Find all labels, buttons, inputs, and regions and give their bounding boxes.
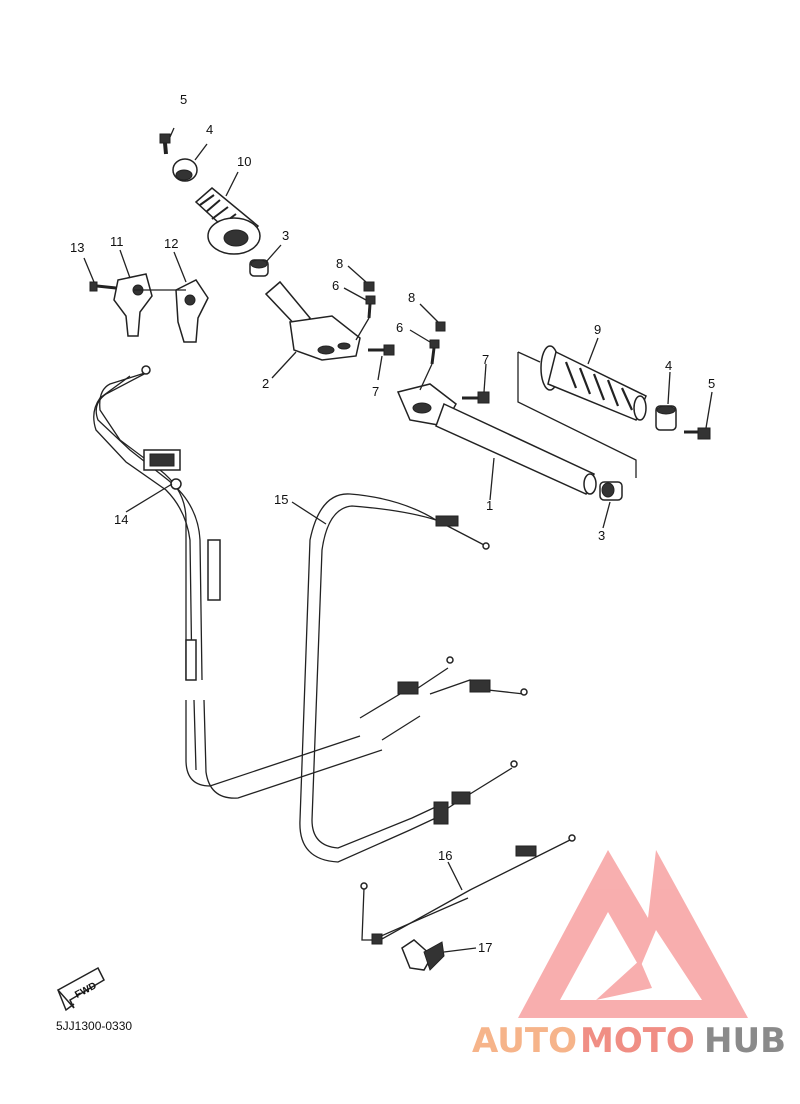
callout-7a: 7	[372, 384, 379, 399]
leader-5a	[169, 127, 175, 138]
bolt-8-left	[363, 281, 375, 292]
watermark-hub: HUB	[704, 1021, 786, 1061]
callout-1: 1	[486, 498, 493, 513]
callout-3b: 3	[598, 528, 605, 543]
leader-13	[83, 257, 95, 283]
callout-15: 15	[274, 492, 288, 507]
bracket-12	[175, 279, 209, 343]
callout-7b: 7	[482, 352, 489, 367]
leader-10	[225, 171, 239, 197]
watermark-logo	[518, 850, 748, 1018]
callout-4b: 4	[665, 358, 672, 373]
leader-1	[489, 457, 495, 501]
callout-13: 13	[70, 240, 84, 255]
leader-2	[271, 351, 297, 379]
leader-7b	[483, 363, 487, 393]
leader-3a	[265, 244, 282, 263]
callout-5a: 5	[180, 92, 187, 107]
choke-cable-16	[360, 834, 576, 945]
screw-13	[89, 281, 117, 292]
callout-5b: 5	[708, 376, 715, 391]
callout-8b: 8	[408, 290, 415, 305]
leader-3b	[602, 501, 611, 529]
handlebar-2	[264, 280, 361, 361]
leader-5b	[705, 391, 713, 429]
callout-9: 9	[594, 322, 601, 337]
spacer-3-right	[599, 481, 623, 501]
callout-10: 10	[237, 154, 251, 169]
leader-12	[173, 251, 187, 283]
callout-11: 11	[110, 234, 124, 249]
throttle-cable-14	[93, 365, 528, 799]
callout-17: 17	[478, 940, 492, 955]
callout-16: 16	[438, 848, 452, 863]
leader-6b	[409, 329, 431, 343]
callout-6b: 6	[396, 320, 403, 335]
leader-4b	[667, 371, 671, 405]
leader-6a	[343, 287, 367, 301]
leader-8a	[347, 265, 367, 283]
leader-4a	[194, 143, 208, 161]
diagram-code: 5JJ1300-0330	[56, 1019, 132, 1033]
leader-6a-2	[355, 317, 370, 341]
callout-12: 12	[164, 236, 178, 251]
bolt-6-left	[365, 295, 376, 319]
grip-end-weight-4-right	[655, 405, 677, 431]
leader-16	[447, 861, 463, 891]
handlebar-1	[396, 383, 597, 496]
callout-4a: 4	[206, 122, 213, 137]
callout-8a: 8	[336, 256, 343, 271]
fwd-arrow-icon	[56, 966, 105, 1012]
callout-labels: 5 4 10 3 13 11 12 8 6 2 7 8 6 7 9 4 5 1 …	[70, 92, 715, 955]
bracket-box-9	[517, 352, 637, 478]
leader-14	[125, 483, 173, 513]
leader-6b-2	[419, 363, 433, 391]
callout-14: 14	[114, 512, 128, 527]
grip-9	[540, 345, 647, 421]
bolt-7-left	[368, 344, 395, 356]
leader-9	[587, 337, 599, 365]
bolt-5-top	[159, 133, 171, 155]
leader-17	[443, 947, 477, 953]
bolt-6-right	[429, 339, 440, 365]
leader-11	[119, 249, 131, 279]
clutch-cable-15	[299, 493, 518, 863]
cable-holder-17	[401, 939, 445, 971]
throttle-grip-10	[194, 187, 261, 255]
grip-end-weight-4-top	[172, 158, 198, 182]
bracket-11	[113, 273, 153, 337]
bolt-5-right	[684, 427, 711, 440]
bolt-8-right	[435, 321, 446, 332]
leader-8b	[419, 303, 439, 323]
leader-7a	[377, 355, 383, 381]
spacer-3-top	[249, 259, 269, 277]
watermark-auto: AUTO	[472, 1021, 577, 1061]
watermark-moto: MOTO	[580, 1021, 695, 1061]
watermark-text: AUTO MOTO HUB	[472, 1021, 786, 1061]
leader-15	[291, 501, 327, 525]
callout-3a: 3	[282, 228, 289, 243]
callout-2: 2	[262, 376, 269, 391]
callout-6a: 6	[332, 278, 339, 293]
bolt-7-right	[462, 391, 490, 404]
bracket-box-9-top	[517, 351, 541, 363]
